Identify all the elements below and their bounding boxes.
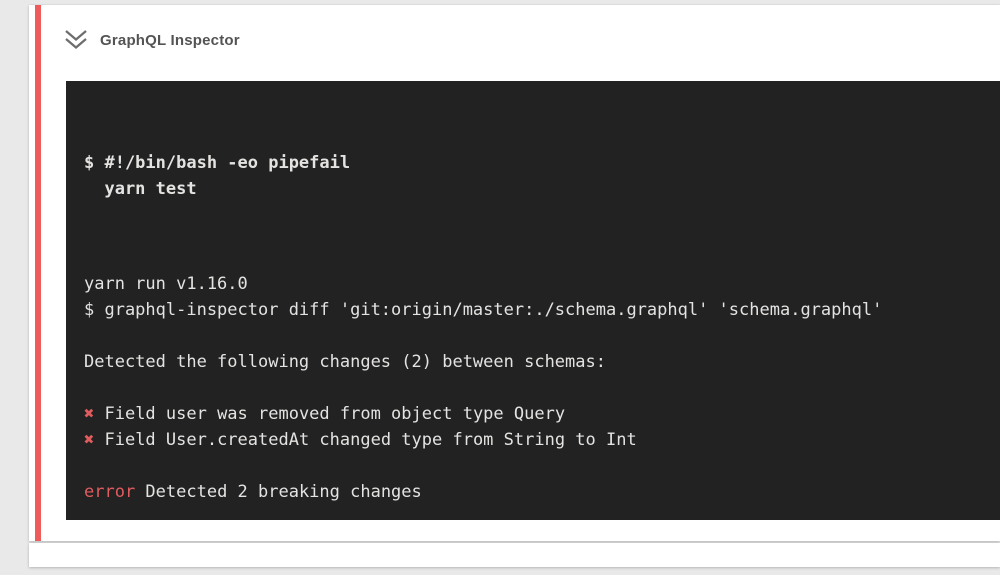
command-block: $ #!/bin/bash -eo pipefail yarn test: [84, 150, 982, 202]
command-line: $ #!/bin/bash -eo pipefail: [84, 153, 351, 173]
output-line: [84, 323, 982, 349]
next-step-row[interactable]: [29, 543, 1000, 567]
output-line: [84, 505, 982, 520]
output-line: ✖ Field user was removed from object typ…: [84, 404, 566, 424]
output-line: [84, 375, 982, 401]
double-chevron-down-icon: [63, 29, 89, 51]
build-step-card: GraphQL Inspector $ #!/bin/bash -eo pipe…: [29, 5, 1000, 541]
step-title: GraphQL Inspector: [100, 31, 240, 49]
output-line: yarn run v1.16.0: [84, 274, 248, 294]
step-header-toggle[interactable]: GraphQL Inspector: [63, 18, 240, 62]
command-line: yarn test: [84, 179, 197, 199]
output-line: error Detected 2 breaking changes: [84, 482, 422, 502]
output-line: ✖ Field User.createdAt changed type from…: [84, 430, 637, 450]
output-block: yarn run v1.16.0 $ graphql-inspector diff…: [84, 271, 982, 520]
output-line: $ graphql-inspector diff 'git:origin/mas…: [84, 300, 883, 320]
output-line: [84, 453, 982, 479]
output-line: Detected the following changes (2) betwe…: [84, 352, 606, 372]
failure-accent-stripe: [35, 5, 41, 541]
terminal-output: $ #!/bin/bash -eo pipefail yarn test yar…: [66, 81, 1000, 520]
